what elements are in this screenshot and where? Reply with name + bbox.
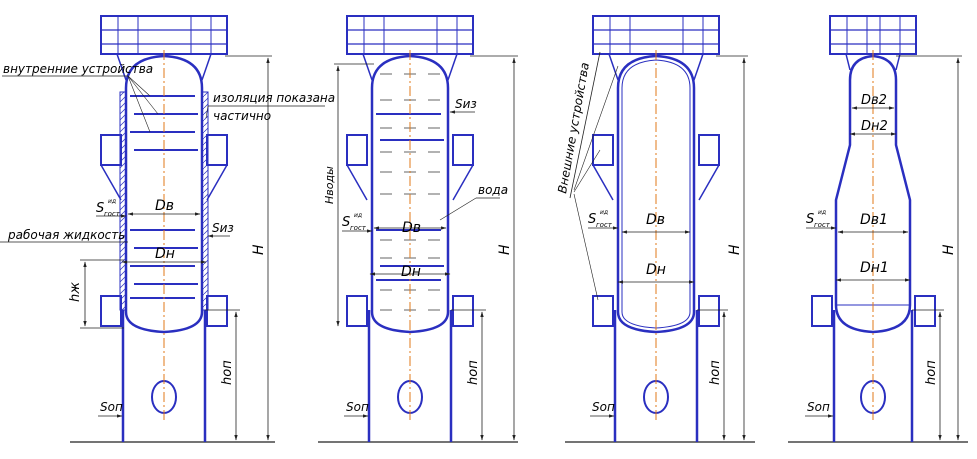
vessel-4: Dв2 Dн2 Dв1 Dн1 S гост ид H hоп Sоп — [788, 15, 968, 443]
vessel-shell — [370, 54, 450, 334]
dim-liquid-height: hж — [68, 282, 83, 302]
insulation — [119, 91, 127, 311]
vessel-shell — [616, 54, 696, 334]
dim-support-height: hоп — [220, 360, 235, 385]
dim-wall: S — [342, 215, 350, 230]
top-platform — [592, 15, 720, 55]
dim-inner-d: Dв — [646, 212, 665, 228]
dim-wall: S — [96, 201, 104, 216]
vessel-1: H hоп hж Dв Dн S гост ид Sиз Sоп внутрен… — [0, 15, 335, 443]
svg-text:частично: частично — [213, 109, 271, 123]
svg-text:ид: ид — [108, 198, 116, 205]
dim-support-height: hоп — [924, 360, 939, 385]
dim-support-wall: Sоп — [592, 400, 615, 414]
dim-support-height: hоп — [708, 360, 723, 385]
dim-support-wall: Sоп — [807, 400, 830, 414]
dim-support-height: hоп — [466, 360, 481, 385]
svg-text:ид: ид — [600, 209, 608, 216]
dim-height: H — [727, 244, 743, 255]
callout-insulation: изоляция показана — [213, 91, 335, 105]
top-platform — [829, 15, 917, 55]
svg-text:гост: гост — [596, 221, 613, 229]
dim-water-height: Hводы — [323, 166, 336, 204]
dim-inner-d: Dв — [402, 220, 421, 236]
callout-working-liquid: рабочая жидкость — [7, 228, 125, 242]
svg-text:гост: гост — [104, 210, 121, 218]
dim-height: H — [497, 244, 513, 255]
dim-outer-d2: Dн2 — [861, 119, 888, 134]
callout-water: вода — [478, 183, 508, 197]
dim-outer-d1: Dн1 — [860, 260, 889, 276]
dim-insulation-thickness: Sиз — [212, 221, 234, 235]
svg-text:гост: гост — [814, 221, 831, 229]
vessel-shell — [124, 54, 204, 334]
top-platform — [346, 15, 474, 55]
dim-support-wall: Sоп — [346, 400, 369, 414]
svg-text:ид: ид — [818, 209, 826, 216]
top-platform — [100, 15, 228, 55]
svg-text:гост: гост — [350, 224, 367, 232]
vessel-3: H hоп Dв Dн S гост ид Внешние устройства… — [555, 15, 755, 443]
dim-outer-d: Dн — [401, 264, 421, 280]
dim-wall: S — [588, 212, 596, 227]
side-brackets — [100, 134, 228, 327]
callout-internal-devices: внутренние устройства — [3, 62, 153, 76]
dim-height: H — [251, 244, 267, 255]
side-brackets — [346, 134, 474, 327]
dim-inner-d1: Dв1 — [860, 212, 888, 228]
svg-text:ид: ид — [354, 212, 362, 219]
dim-support-wall: Sоп — [100, 400, 123, 414]
side-brackets — [811, 295, 936, 327]
dim-inner-d: Dв — [155, 198, 174, 214]
dim-wall: S — [806, 212, 814, 227]
side-brackets — [592, 134, 720, 327]
dim-height: H — [941, 244, 957, 255]
dim-insulation-thickness: Sиз — [455, 97, 477, 111]
internal-trays — [130, 95, 198, 299]
dim-inner-d2: Dв2 — [861, 93, 887, 108]
dim-outer-d: Dн — [155, 246, 175, 262]
dim-outer-d: Dн — [646, 262, 666, 278]
callout-external-devices: Внешние устройства — [555, 61, 592, 194]
vessel-2: H hоп Hводы Dв Dн Sиз S гост ид вода Sоп — [318, 15, 518, 443]
